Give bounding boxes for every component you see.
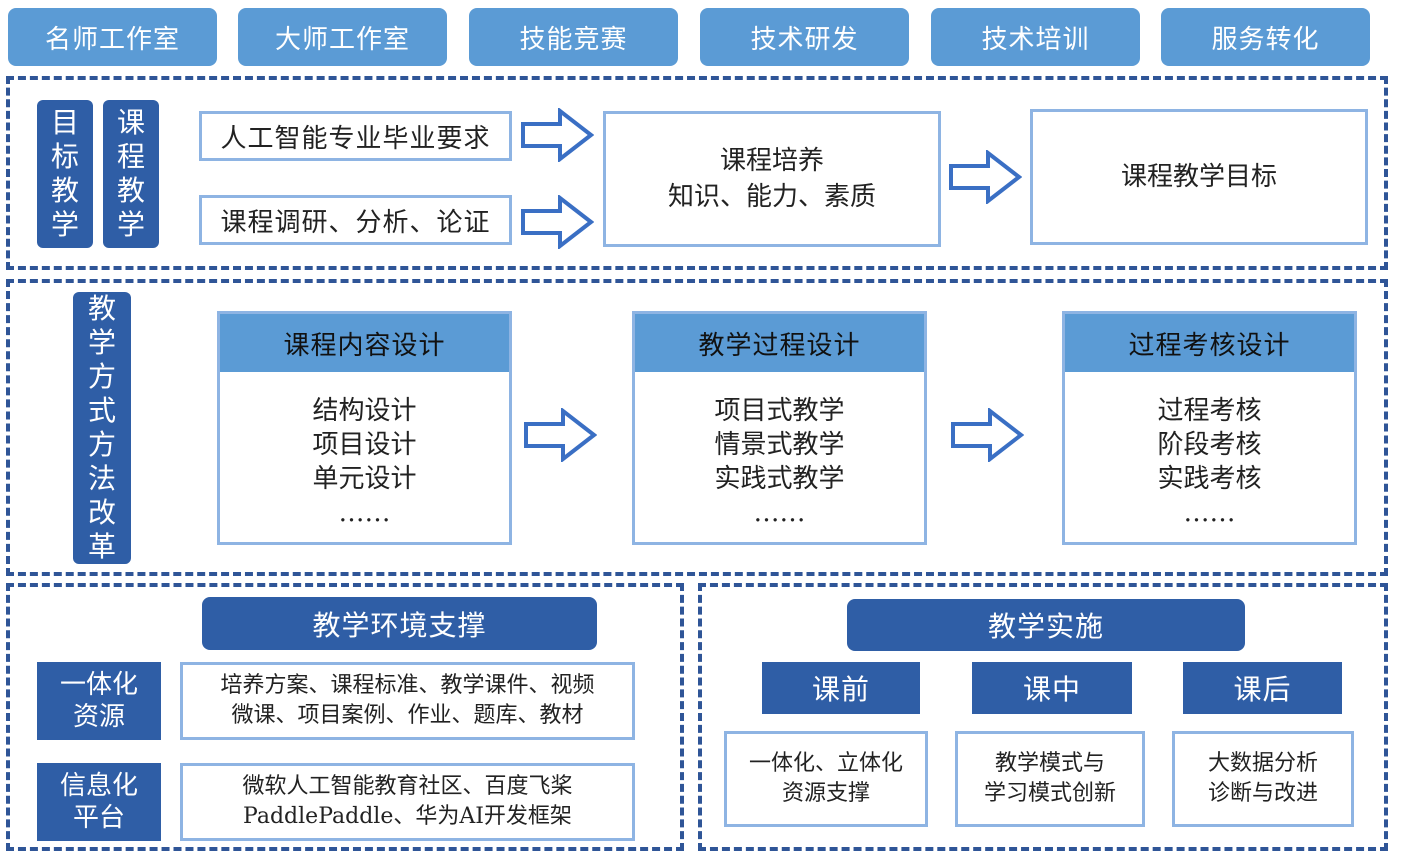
card-item: …… <box>338 498 391 528</box>
label-line: 资源 <box>72 702 125 732</box>
char: 方 <box>87 428 116 461</box>
char: 标 <box>50 140 79 173</box>
card-body: 结构设计 项目设计 单元设计 …… <box>220 372 509 530</box>
char: 改 <box>87 496 116 529</box>
char: 学 <box>116 208 145 241</box>
section-teaching-environment <box>6 583 684 851</box>
course-teaching-target-box: 课程教学目标 <box>1030 109 1368 245</box>
phase-after-text: 大数据分析 诊断与改进 <box>1172 731 1354 827</box>
integrated-resources-text: 培养方案、课程标准、教学课件、视频 微课、项目案例、作业、题库、教材 <box>180 662 635 740</box>
card-title: 教学过程设计 <box>635 314 924 372</box>
card-item: …… <box>1183 498 1236 528</box>
char: 革 <box>87 530 116 563</box>
section-course-goals <box>6 76 1388 270</box>
text-line: 微课、项目案例、作业、题库、教材 <box>231 703 584 728</box>
course-cultivation-subtitle: 知识、能力、素质 <box>667 182 876 212</box>
card-item: 阶段考核 <box>1157 430 1262 460</box>
arrow-right-icon <box>949 150 1022 204</box>
input-course-research: 课程调研、分析、论证 <box>199 195 512 245</box>
arrow-right-icon <box>521 108 594 162</box>
tab-master-studio: 名师工作室 <box>8 8 217 66</box>
char: 式 <box>87 394 116 427</box>
char: 学 <box>87 326 116 359</box>
text-line: 培养方案、课程标准、教学课件、视频 <box>220 673 595 698</box>
label-line: 一体化 <box>59 670 138 700</box>
tab-grandmaster-studio: 大师工作室 <box>238 8 447 66</box>
text-line: 学习模式创新 <box>983 781 1116 806</box>
card-item: 项目设计 <box>312 430 417 460</box>
teaching-environment-title: 教学环境支撑 <box>202 597 597 650</box>
card-item: 过程考核 <box>1157 396 1262 426</box>
tab-service-conversion: 服务转化 <box>1161 8 1370 66</box>
tab-tech-training: 技术培训 <box>931 8 1140 66</box>
phase-in-text: 教学模式与 学习模式创新 <box>955 731 1145 827</box>
information-platform-text: 微软人工智能教育社区、百度飞桨 PaddlePaddle、华为AI开发框架 <box>180 763 635 841</box>
text-line: 一体化、立体化 <box>748 751 903 776</box>
course-cultivation-title: 课程培养 <box>719 146 824 176</box>
card-title: 课程内容设计 <box>220 314 509 372</box>
char: 法 <box>87 462 116 495</box>
text-line: 资源支撑 <box>781 781 870 806</box>
teaching-implementation-title: 教学实施 <box>847 599 1245 651</box>
phase-after-class: 课后 <box>1183 662 1342 714</box>
arrow-right-icon <box>951 408 1024 462</box>
vertical-label-course-teaching: 课 程 教 学 <box>103 100 159 248</box>
course-teaching-target-text: 课程教学目标 <box>1120 162 1277 192</box>
input-graduation-requirements: 人工智能专业毕业要求 <box>199 111 512 161</box>
card-item: 情景式教学 <box>714 430 845 460</box>
text-line: 诊断与改进 <box>1207 781 1318 806</box>
section-teaching-implementation <box>698 583 1388 851</box>
text-line: 大数据分析 <box>1207 751 1318 776</box>
char: 目 <box>50 106 79 139</box>
card-item: 单元设计 <box>312 464 417 494</box>
card-body: 过程考核 阶段考核 实践考核 …… <box>1065 372 1354 530</box>
char: 教 <box>87 292 116 325</box>
phase-before-text: 一体化、立体化 资源支撑 <box>724 731 928 827</box>
card-teaching-process-design: 教学过程设计 项目式教学 情景式教学 实践式教学 …… <box>632 311 927 545</box>
card-item: 项目式教学 <box>714 396 845 426</box>
char: 学 <box>50 208 79 241</box>
label-information-platform: 信息化 平台 <box>37 763 161 841</box>
vertical-label-goal-teaching: 目 标 教 学 <box>37 100 93 248</box>
vertical-label-method-reform: 教 学 方 式 方 法 改 革 <box>73 292 131 564</box>
text-line: 微软人工智能教育社区、百度飞桨 <box>242 774 573 799</box>
char: 程 <box>116 140 145 173</box>
card-process-assessment-design: 过程考核设计 过程考核 阶段考核 实践考核 …… <box>1062 311 1357 545</box>
arrow-right-icon <box>524 408 597 462</box>
card-item: 实践式教学 <box>714 464 845 494</box>
card-body: 项目式教学 情景式教学 实践式教学 …… <box>635 372 924 530</box>
char: 教 <box>50 174 79 207</box>
card-course-content-design: 课程内容设计 结构设计 项目设计 单元设计 …… <box>217 311 512 545</box>
char: 方 <box>87 360 116 393</box>
label-integrated-resources: 一体化 资源 <box>37 662 161 740</box>
course-cultivation-box: 课程培养 知识、能力、素质 <box>603 111 941 247</box>
card-item: 结构设计 <box>312 396 417 426</box>
tab-skill-competition: 技能竞赛 <box>469 8 678 66</box>
tab-tech-rnd: 技术研发 <box>700 8 909 66</box>
text-line: PaddlePaddle、华为AI开发框架 <box>243 804 572 829</box>
char: 课 <box>116 106 145 139</box>
section-teaching-method-reform <box>6 279 1388 576</box>
phase-before-class: 课前 <box>762 662 920 714</box>
label-line: 平台 <box>72 803 125 833</box>
card-title: 过程考核设计 <box>1065 314 1354 372</box>
card-item: …… <box>753 498 806 528</box>
label-line: 信息化 <box>59 771 138 801</box>
text-line: 教学模式与 <box>994 751 1105 776</box>
phase-in-class: 课中 <box>972 662 1132 714</box>
char: 教 <box>116 174 145 207</box>
arrow-right-icon <box>521 195 594 249</box>
card-item: 实践考核 <box>1157 464 1262 494</box>
